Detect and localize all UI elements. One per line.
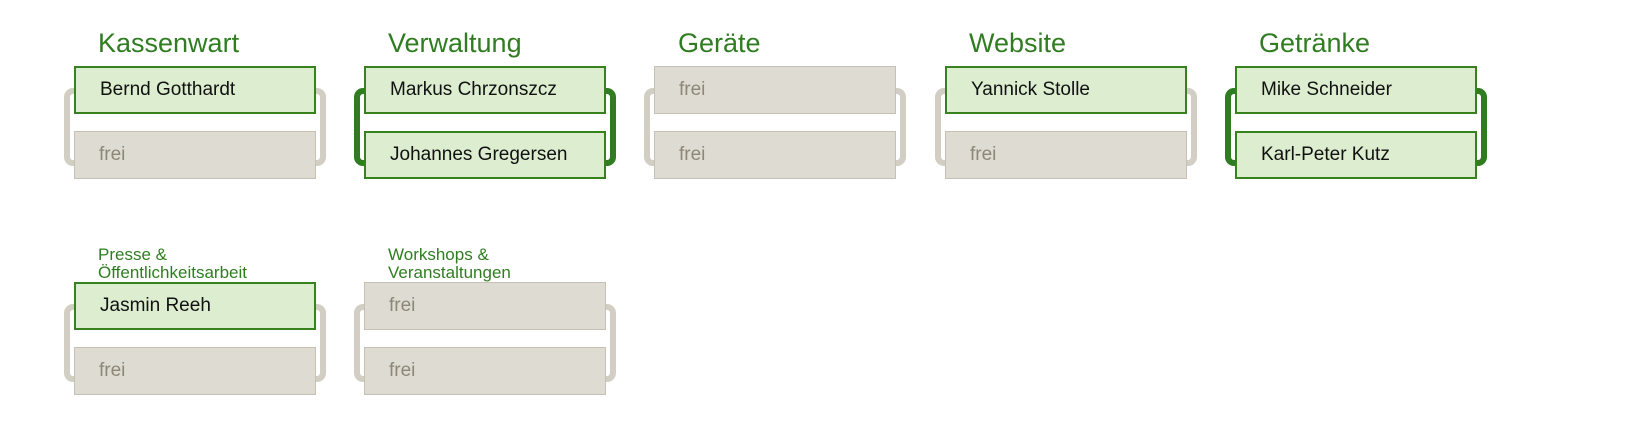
member-slot-presse-1[interactable]: Jasmin Reeh	[74, 282, 316, 330]
empty-slot-kassenwart-2[interactable]: frei	[74, 131, 316, 179]
slot-label: Yannick Stolle	[971, 79, 1090, 100]
empty-slot-website-2[interactable]: frei	[945, 131, 1187, 179]
bracket-right-icon	[314, 88, 326, 166]
empty-slot-geraete-1[interactable]: frei	[654, 66, 896, 114]
slot-label: Johannes Gregersen	[390, 144, 568, 165]
bracket-right-icon	[604, 88, 616, 166]
bracket-right-icon	[1185, 88, 1197, 166]
bracket-right-icon	[894, 88, 906, 166]
empty-slot-workshops-1[interactable]: frei	[364, 282, 606, 330]
slot-label: Mike Schneider	[1261, 79, 1392, 100]
role-title-workshops: Workshops & Veranstaltungen	[388, 245, 511, 282]
role-title-getraenke: Getränke	[1259, 28, 1371, 58]
member-slot-kassenwart-1[interactable]: Bernd Gotthardt	[74, 66, 316, 114]
slot-stack-presse: Jasmin Reeh frei	[64, 282, 326, 395]
bracket-right-icon	[1475, 88, 1487, 166]
bracket-left-icon	[354, 88, 366, 166]
member-slot-getraenke-1[interactable]: Mike Schneider	[1235, 66, 1477, 114]
slot-stack-workshops: frei frei	[354, 282, 616, 395]
bracket-left-icon	[64, 304, 76, 382]
slot-label: Jasmin Reeh	[100, 295, 211, 316]
slot-label: frei	[679, 144, 706, 165]
role-column-geraete: Geräte frei frei	[644, 26, 906, 179]
bracket-left-icon	[935, 88, 947, 166]
slot-label: Karl-Peter Kutz	[1261, 144, 1390, 165]
bracket-left-icon	[644, 88, 656, 166]
bracket-left-icon	[354, 304, 366, 382]
bracket-right-icon	[604, 304, 616, 382]
member-slot-website-1[interactable]: Yannick Stolle	[945, 66, 1187, 114]
role-column-workshops: Workshops & Veranstaltungen frei frei	[354, 242, 616, 395]
member-slot-verwaltung-1[interactable]: Markus Chrzonszcz	[364, 66, 606, 114]
role-title-website: Website	[969, 28, 1067, 58]
empty-slot-presse-2[interactable]: frei	[74, 347, 316, 395]
slot-label: frei	[99, 144, 126, 165]
role-title-verwaltung: Verwaltung	[388, 28, 522, 58]
bracket-left-icon	[64, 88, 76, 166]
slot-label: frei	[99, 360, 126, 381]
empty-slot-workshops-2[interactable]: frei	[364, 347, 606, 395]
slot-stack-geraete: frei frei	[644, 66, 906, 179]
slot-label: Markus Chrzonszcz	[390, 79, 557, 100]
slot-label: Bernd Gotthardt	[100, 79, 236, 100]
slot-label: frei	[389, 295, 416, 316]
role-title-presse: Presse & Öffentlichkeitsarbeit	[98, 245, 247, 282]
bracket-left-icon	[1225, 88, 1237, 166]
bracket-right-icon	[314, 304, 326, 382]
slot-stack-website: Yannick Stolle frei	[935, 66, 1197, 179]
role-title-geraete: Geräte	[678, 28, 761, 58]
role-title-kassenwart: Kassenwart	[98, 28, 240, 58]
slot-label: frei	[679, 79, 706, 100]
member-slot-getraenke-2[interactable]: Karl-Peter Kutz	[1235, 131, 1477, 179]
slot-label: frei	[389, 360, 416, 381]
slot-label: frei	[970, 144, 997, 165]
slot-stack-kassenwart: Bernd Gotthardt frei	[64, 66, 326, 179]
empty-slot-geraete-2[interactable]: frei	[654, 131, 896, 179]
member-slot-verwaltung-2[interactable]: Johannes Gregersen	[364, 131, 606, 179]
